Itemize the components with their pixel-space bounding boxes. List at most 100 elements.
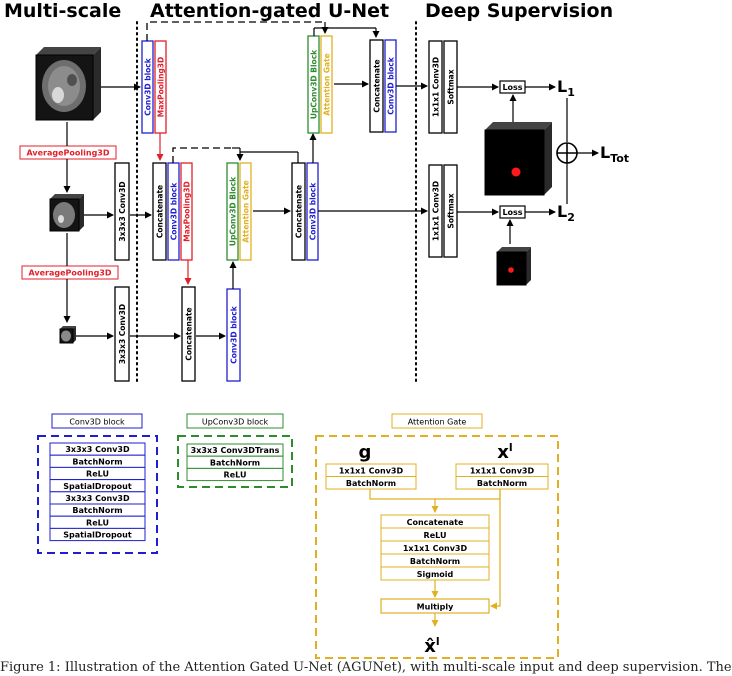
legend-attn-mid-row: Sigmoid — [417, 570, 454, 579]
ds2-conv1x1-label: 1x1x1 Conv3D — [432, 181, 441, 241]
legend-attn-title: Attention Gate — [408, 418, 467, 427]
Ltot-sub: Tot — [610, 152, 629, 165]
l3-concat-label: Concatenate — [185, 307, 194, 360]
header-agunet: Attention-gated U-Net — [150, 0, 389, 22]
ds1-conv1x1-label: 1x1x1 Conv3D — [432, 57, 441, 117]
header-deep-supervision: Deep Supervision — [425, 0, 613, 22]
architecture-diagram: Multi-scale Attention-gated U-Net Deep S… — [4, 0, 629, 659]
ds2-conv1x1: 1x1x1 Conv3D — [428, 164, 443, 258]
skip-l2 — [172, 147, 232, 163]
ds1-softmax-label: Softmax — [447, 69, 456, 104]
mri-input-large — [35, 47, 101, 121]
legend-conv3d-row: 3x3x3 Conv3D — [65, 494, 130, 503]
legend-attn-x-row-box — [455, 476, 549, 490]
sum-node — [556, 142, 578, 164]
legend-attn-mid-row: BatchNorm — [410, 557, 460, 566]
loss-1-label: Loss — [502, 83, 522, 92]
ms-conv3x3-1: 3x3x3 Conv3D — [114, 162, 130, 261]
l1-dec-conv3d-block: Conv3D block — [384, 39, 397, 133]
Ltot-base: L — [600, 143, 610, 162]
loss-2: Loss — [499, 205, 526, 219]
legend-attn-g: g — [359, 442, 372, 463]
avgpool-2-label: AveragePooling3D — [28, 269, 111, 278]
legend-conv3d: Conv3D block 3x3x3 Conv3DBatchNormReLUSp… — [37, 413, 158, 554]
attn-x-to-mul — [490, 489, 501, 610]
l1-dec-concatenate: Concatenate — [369, 39, 384, 133]
legend-attn-x: xl — [497, 441, 512, 463]
l3-conv3d-block: Conv3D block — [226, 288, 241, 382]
ds1-conv1x1: 1x1x1 Conv3D — [428, 40, 443, 134]
l1-attention-gate: Attention Gate — [320, 35, 333, 134]
l1-upconv3d-block: UpConv3D Block — [307, 35, 320, 134]
skip-l1 — [146, 21, 325, 41]
attn-x-to-mid — [435, 489, 501, 500]
legend-attention-gate: Attention Gate g xl 1x1x1 Conv3D BatchNor… — [315, 413, 559, 659]
l2-conv3d-block: Conv3D block — [167, 162, 180, 261]
legend-attn-out-base: x̂ — [424, 636, 436, 657]
legend-conv3d-row: BatchNorm — [72, 457, 122, 466]
legend-conv3d-row: ReLU — [86, 470, 109, 479]
header-multi-scale: Multi-scale — [4, 0, 121, 22]
L2-sub: 2 — [567, 211, 575, 224]
figure-caption: Figure 1: Illustration of the Attention … — [0, 660, 732, 675]
ground-truth-small — [496, 247, 531, 286]
l2-conv3d-label: Conv3D block — [170, 182, 179, 240]
legend-attn-out: x̂l — [424, 635, 439, 657]
mri-input-small — [59, 326, 76, 344]
legend-upconv3d-row: ReLU — [224, 471, 247, 480]
l3-conv3d-label: Conv3D block — [230, 305, 239, 363]
l2-maxpool: MaxPooling3D — [180, 162, 193, 261]
legend-attn-mid-row: Concatenate — [407, 518, 464, 527]
ds2-softmax-label: Softmax — [447, 193, 456, 228]
loss-2-label: Loss — [502, 208, 522, 217]
L2-base: L — [557, 202, 567, 221]
l1-dec-conv3d-label: Conv3D block — [387, 56, 396, 114]
legend-attn-mid-row: ReLU — [424, 531, 447, 540]
legend-attn-mid-row: 1x1x1 Conv3D — [403, 544, 468, 553]
legend-attn-g-rows: 1x1x1 Conv3D BatchNorm — [325, 463, 417, 490]
legend-attn-g-row: BatchNorm — [346, 479, 396, 488]
L1-base: L — [557, 77, 567, 96]
legend-attn-out-sup: l — [436, 635, 440, 648]
l2-dec-conv3d-label: Conv3D block — [309, 182, 318, 240]
legend-conv3d-row: ReLU — [86, 518, 109, 527]
legend-attn-multiply: Multiply — [417, 603, 454, 612]
avgpool-1: AveragePooling3D — [19, 145, 117, 160]
legend-conv3d-row: SpatialDropout — [63, 531, 132, 540]
legend-attn-x-sup: l — [509, 441, 513, 454]
avgpool-1-label: AveragePooling3D — [26, 149, 109, 158]
legend-conv3d-row: SpatialDropout — [63, 482, 132, 491]
legend-conv3d-title: Conv3D block — [69, 418, 125, 427]
legend-conv3d-row-box — [49, 527, 146, 542]
legend-conv3d-rows: 3x3x3 Conv3DBatchNormReLUSpatialDropout3… — [49, 442, 146, 542]
l1-maxpool-label: MaxPooling3D — [157, 57, 166, 117]
attn-g-to-mid — [369, 489, 439, 513]
legend-upconv3d: UpConv3D block 3x3x3 Conv3DTransBatchNor… — [177, 413, 293, 488]
l1-maxpool: MaxPooling3D — [154, 40, 167, 134]
l2-attn-label: Attention Gate — [242, 180, 251, 243]
L1-sub: 1 — [567, 86, 575, 99]
l2-maxpool-label: MaxPooling3D — [183, 181, 192, 241]
legend-attn-g-row: 1x1x1 Conv3D — [339, 467, 404, 476]
ds2-softmax: Softmax — [443, 164, 458, 258]
ms-conv3x3-2: 3x3x3 Conv3D — [114, 286, 130, 382]
ms-conv3x3-2-label: 3x3x3 Conv3D — [118, 304, 127, 364]
avgpool-2: AveragePooling3D — [21, 265, 119, 280]
l2-concat-label: Concatenate — [156, 185, 165, 238]
l1-attn-label: Attention Gate — [323, 53, 332, 116]
l2-upconv-label: UpConv3D Block — [229, 176, 238, 246]
loss-1: Loss — [499, 80, 526, 94]
legend-upconv3d-row: BatchNorm — [210, 458, 260, 467]
legend-conv3d-row: BatchNorm — [72, 506, 122, 515]
L1-label: L1 — [557, 77, 575, 99]
ground-truth-large — [484, 122, 552, 196]
l2-dec-conv3d-block: Conv3D block — [306, 162, 319, 261]
l1-dec-concat-label: Concatenate — [373, 59, 382, 112]
l2-attention-gate: Attention Gate — [239, 162, 252, 261]
legend-attn-x-row: BatchNorm — [477, 479, 527, 488]
l2-dec-concat-label: Concatenate — [295, 185, 304, 238]
l2-dec-concatenate: Concatenate — [291, 162, 306, 261]
legend-attn-x-row: 1x1x1 Conv3D — [470, 467, 535, 476]
